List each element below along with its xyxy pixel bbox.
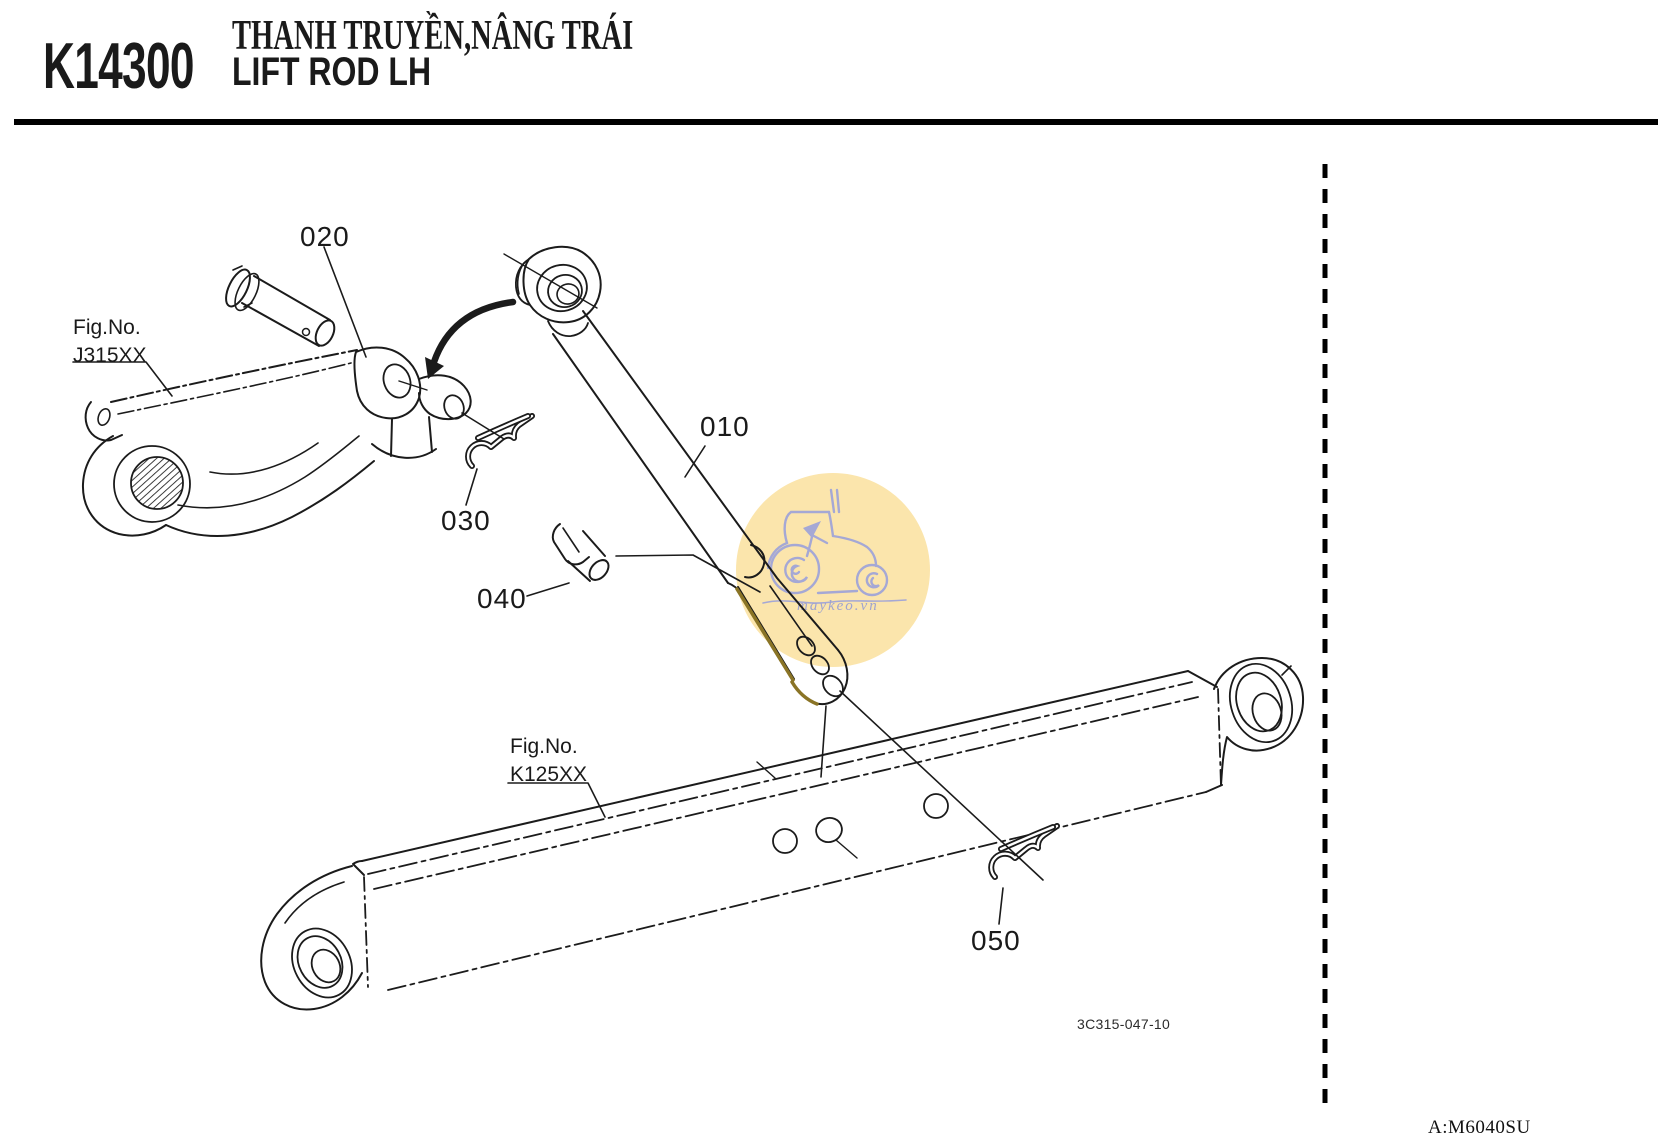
page-title-vietnamese: THANH TRUYỀN,NÂNG TRÁI	[232, 13, 634, 59]
fig-ref-prefix: Fig.No.	[73, 316, 141, 339]
lower-lift-arm-drawing	[260, 657, 1305, 1011]
watermark-circle	[736, 473, 930, 667]
page-title-english: LIFT ROD LH	[232, 50, 432, 94]
page-code: K14300	[43, 29, 194, 102]
part-label-040: 040	[477, 583, 527, 614]
part-label-050: 050	[971, 925, 1021, 956]
header-divider	[14, 119, 1658, 125]
part-label-030: 030	[441, 505, 491, 536]
fig-ref-k125xx: Fig.No. K125XX	[510, 733, 587, 790]
watermark-text: maykeo.vn	[797, 598, 879, 614]
fig-ref-number: J315XX	[73, 344, 147, 368]
fig-ref-number: K125XX	[510, 763, 588, 787]
insertion-arrow	[425, 298, 517, 379]
tractor-watermark-icon	[762, 488, 907, 604]
part-label-010: 010	[700, 411, 750, 442]
fig-ref-prefix: Fig.No.	[510, 735, 578, 758]
sheet-code: A:M6040SU	[1428, 1117, 1531, 1138]
part-label-020: 020	[300, 221, 350, 252]
clevis-pin-020-drawing	[225, 265, 336, 347]
fig-ref-j315xx: Fig.No. J315XX	[73, 314, 147, 371]
leader-lines	[72, 246, 1044, 925]
hairpin-clip-050-drawing	[988, 823, 1060, 880]
hairpin-clip-030-drawing	[465, 413, 535, 469]
drawing-number: 3C315-047-10	[1077, 1016, 1171, 1032]
upper-lift-arm-drawing	[81, 346, 472, 538]
lift-rod-010-drawing	[503, 245, 849, 706]
pin-040-drawing	[551, 523, 610, 582]
